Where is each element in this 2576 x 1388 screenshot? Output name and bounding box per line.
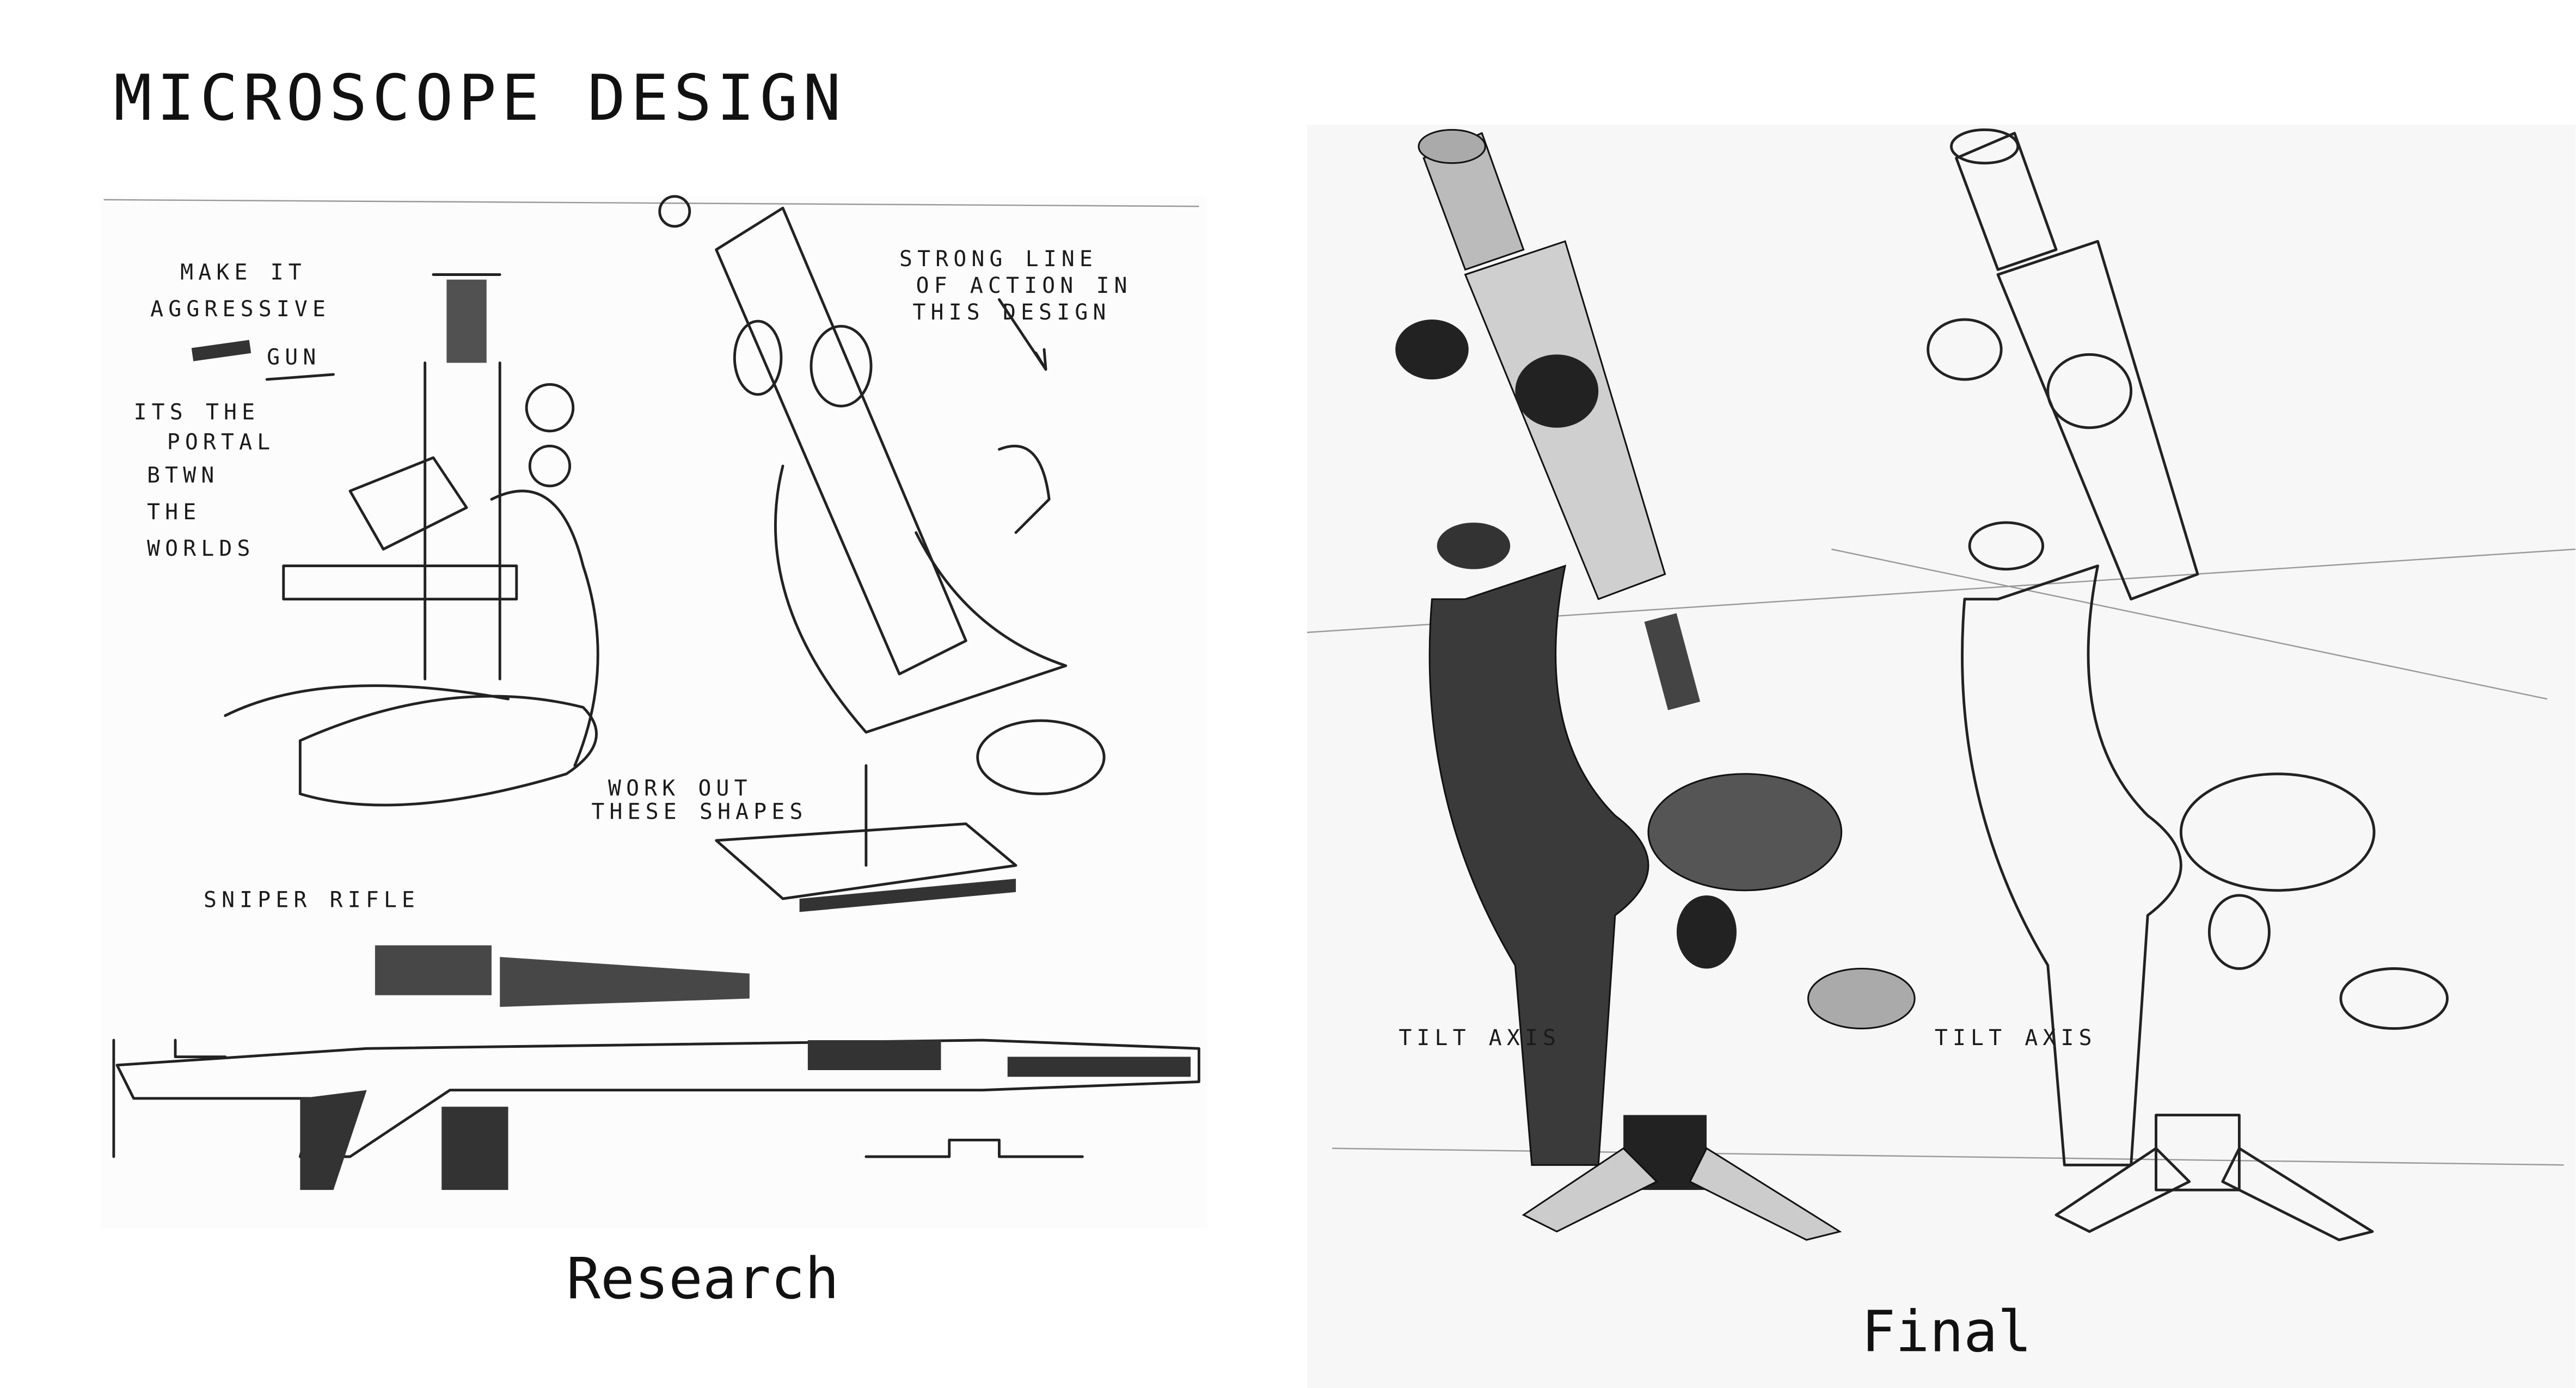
note-portal-2: PORTAL <box>167 430 275 455</box>
arrow-icon <box>998 298 1047 371</box>
sniper-rifle-sketch <box>112 945 1200 1190</box>
note-gun: GUN <box>267 345 321 370</box>
note-portal-5: WORLDS <box>147 536 255 561</box>
microscope-final-lineart <box>1927 128 2449 1242</box>
note-portal-3: BTWN <box>147 463 219 488</box>
final-panel: TILT AXIS TILT AXIS Final <box>1307 125 2576 1388</box>
research-caption: Research <box>567 1246 839 1312</box>
note-portal-4: THE <box>147 500 201 525</box>
note-strong-line-3: THIS DESIGN <box>913 300 1111 325</box>
note-work-out-2: THESE SHAPES <box>591 799 807 824</box>
scribbled-word <box>191 340 252 361</box>
tilt-axis-label-lineart: TILT AXIS <box>1935 1025 2097 1051</box>
microscope-sketch-tilted <box>658 195 1106 912</box>
tilt-axis-label-shaded: TILT AXIS <box>1399 1025 1561 1051</box>
note-aggressive: AGGRESSIVE <box>150 297 330 322</box>
note-strong-line-2: OF ACTION IN <box>916 273 1132 298</box>
note-make-it: MAKE IT <box>180 260 306 285</box>
research-panel: MAKE IT AGGRESSIVE GUN ITS THE PORTAL BT… <box>100 195 1207 1312</box>
note-work-out-1: WORK OUT <box>608 776 752 801</box>
note-strong-line-1: STRONG LINE <box>899 247 1097 272</box>
note-portal-1: ITS THE <box>134 400 260 425</box>
page-title: MICROSCOPE DESIGN <box>114 62 846 135</box>
microscope-sketch-classic <box>224 273 599 807</box>
microscope-final-shaded <box>1395 128 1916 1241</box>
note-sniper-rifle: SNIPER RIFLE <box>204 887 420 912</box>
final-caption: Final <box>1861 1299 2032 1365</box>
